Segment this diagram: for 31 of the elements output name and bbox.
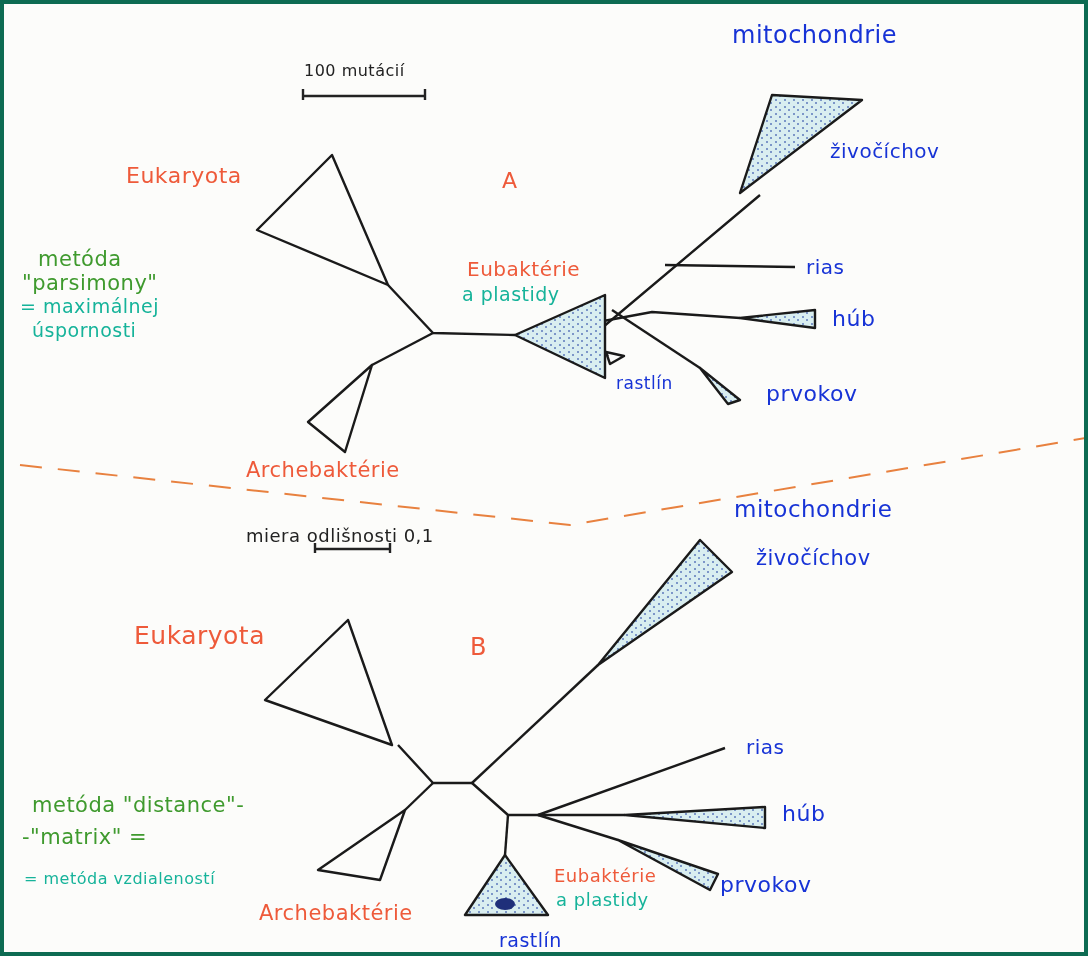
- taxon-label: A: [502, 169, 518, 194]
- taxon-label: Archebaktérie: [259, 902, 413, 926]
- taxon-label: rastlín: [499, 930, 562, 951]
- taxon-label: a plastidy: [556, 890, 649, 910]
- taxon-label: rias: [746, 736, 785, 758]
- taxon-label: metóda: [38, 248, 122, 272]
- taxon-label: živočíchov: [756, 547, 871, 571]
- taxon-label: húb: [832, 307, 876, 332]
- taxon-label: rias: [806, 256, 845, 278]
- taxon-label: "parsimony": [22, 272, 158, 296]
- taxon-label: prvokov: [720, 873, 812, 898]
- taxon-label: Eukaryota: [134, 622, 265, 650]
- taxon-label: mitochondrie: [732, 22, 897, 49]
- taxon-label: = maximálnej: [20, 296, 160, 317]
- taxon-label: prvokov: [766, 382, 858, 407]
- taxon-label: mitochondrie: [734, 497, 893, 523]
- taxon-label: a plastidy: [462, 284, 560, 305]
- taxon-label: živočíchov: [830, 140, 940, 162]
- taxon-label: rastlín: [616, 374, 673, 393]
- taxon-label: B: [470, 634, 487, 661]
- taxon-label: húb: [782, 802, 826, 827]
- taxon-label: Eubaktérie: [554, 866, 657, 886]
- taxon-label: Archebaktérie: [246, 459, 400, 483]
- taxon-label: -"matrix" =: [22, 826, 148, 850]
- taxon-label: miera odlišnosti 0,1: [246, 526, 434, 546]
- taxon-label: 100 mutácií: [304, 62, 405, 80]
- taxon-label: Eukaryota: [126, 164, 242, 189]
- taxon-label: Eubaktérie: [467, 258, 581, 280]
- taxon-label: metóda "distance"-: [32, 794, 245, 818]
- taxon-label: úspornosti: [32, 320, 137, 341]
- taxon-label: = metóda vzdialeností: [24, 870, 216, 888]
